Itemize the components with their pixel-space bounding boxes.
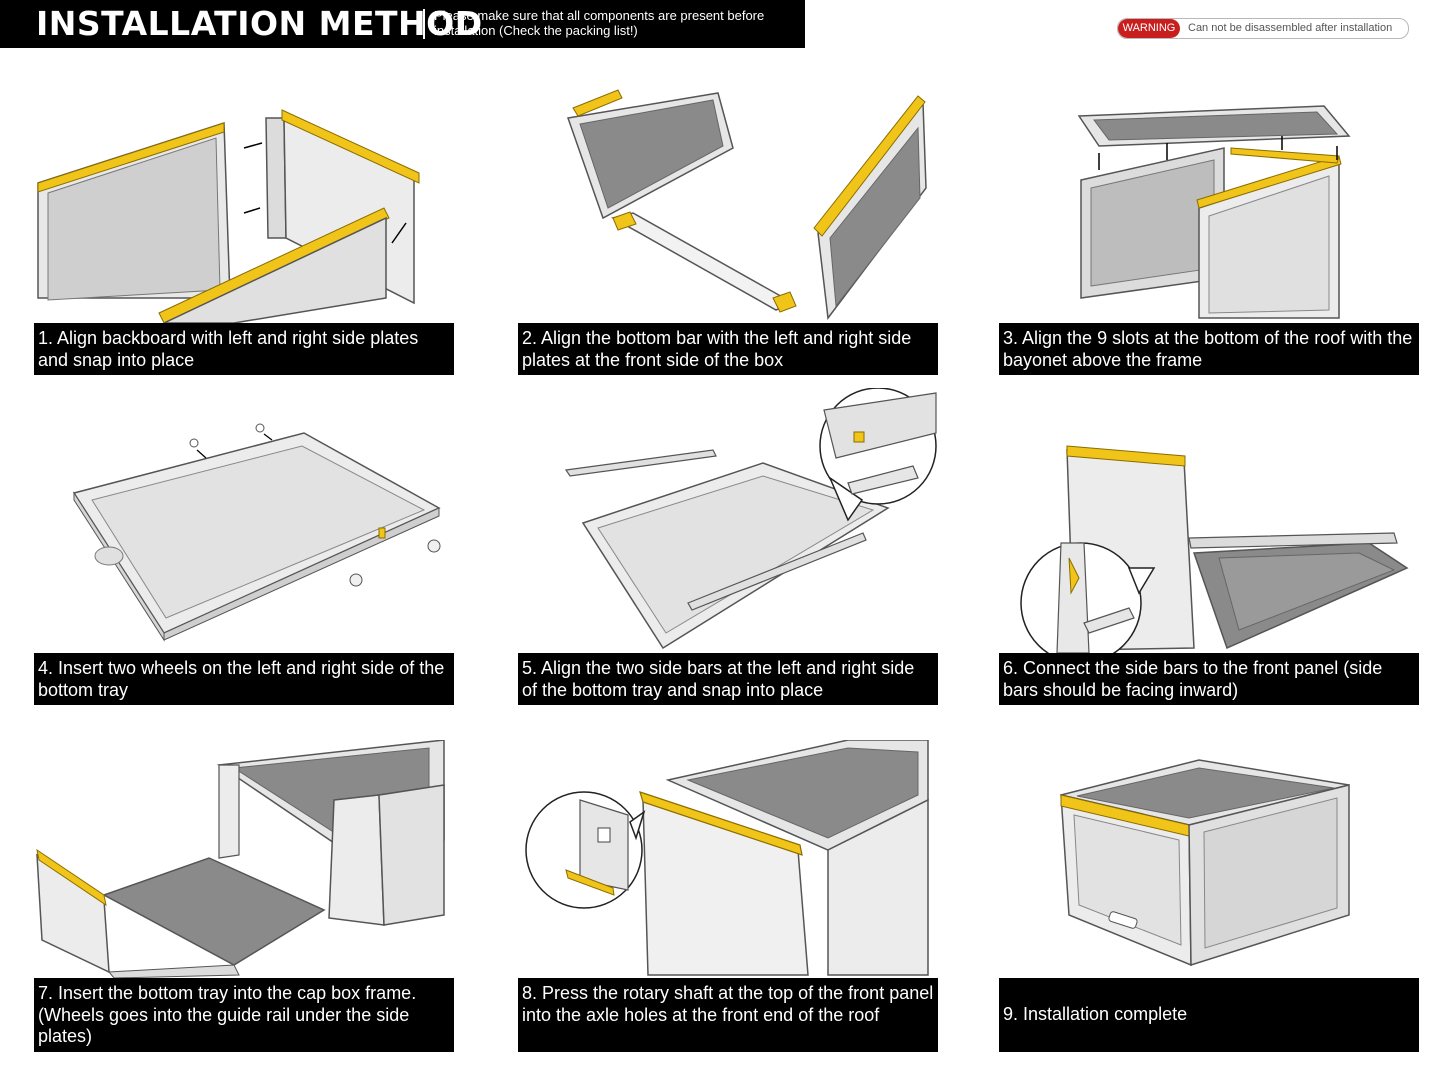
step-5-illustration bbox=[564, 388, 937, 650]
step-8: 8. Press the rotary shaft at the top of … bbox=[518, 740, 938, 1055]
step-7-caption: 7. Insert the bottom tray into the cap b… bbox=[34, 978, 454, 1052]
step-6-caption: 6. Connect the side bars to the front pa… bbox=[999, 653, 1419, 705]
step-8-illustration bbox=[525, 740, 929, 976]
step-6: 6. Connect the side bars to the front pa… bbox=[999, 418, 1419, 708]
warning-label: WARNING bbox=[1118, 19, 1180, 38]
step-9-illustration bbox=[1060, 759, 1350, 967]
step-1: 1. Align backboard with left and right s… bbox=[34, 88, 454, 378]
step-7: 7. Insert the bottom tray into the cap b… bbox=[34, 740, 454, 1055]
step-4-illustration bbox=[72, 423, 441, 642]
step-1-illustration bbox=[37, 109, 420, 323]
step-2-illustration bbox=[566, 89, 927, 320]
step-9: 9. Installation complete bbox=[999, 740, 1419, 1055]
page-title: INSTALLATION METHOD bbox=[36, 4, 483, 43]
step-5-caption: 5. Align the two side bars at the left a… bbox=[518, 653, 938, 705]
warning-text: Can not be disassembled after installati… bbox=[1188, 22, 1393, 34]
step-9-caption: 9. Installation complete bbox=[999, 978, 1419, 1052]
warning-badge: WARNING Can not be disassembled after in… bbox=[1117, 18, 1409, 39]
step-3-caption: 3. Align the 9 slots at the bottom of th… bbox=[999, 323, 1419, 375]
step-1-caption: 1. Align backboard with left and right s… bbox=[34, 323, 454, 375]
header-bar: INSTALLATION METHOD Please make sure tha… bbox=[0, 0, 805, 48]
step-3: 3. Align the 9 slots at the bottom of th… bbox=[999, 88, 1419, 378]
step-7-illustration bbox=[36, 740, 445, 978]
step-4-caption: 4. Insert two wheels on the left and rig… bbox=[34, 653, 454, 705]
step-3-illustration bbox=[1077, 105, 1351, 319]
step-2-caption: 2. Align the bottom bar with the left an… bbox=[518, 323, 938, 375]
step-5: 5. Align the two side bars at the left a… bbox=[518, 388, 938, 708]
page-subtitle: Please make sure that all components are… bbox=[434, 8, 765, 38]
step-4: 4. Insert two wheels on the left and rig… bbox=[34, 418, 454, 708]
title-divider bbox=[423, 9, 425, 39]
step-8-caption: 8. Press the rotary shaft at the top of … bbox=[518, 978, 938, 1052]
step-2: 2. Align the bottom bar with the left an… bbox=[518, 88, 938, 378]
step-6-illustration bbox=[1020, 445, 1409, 653]
